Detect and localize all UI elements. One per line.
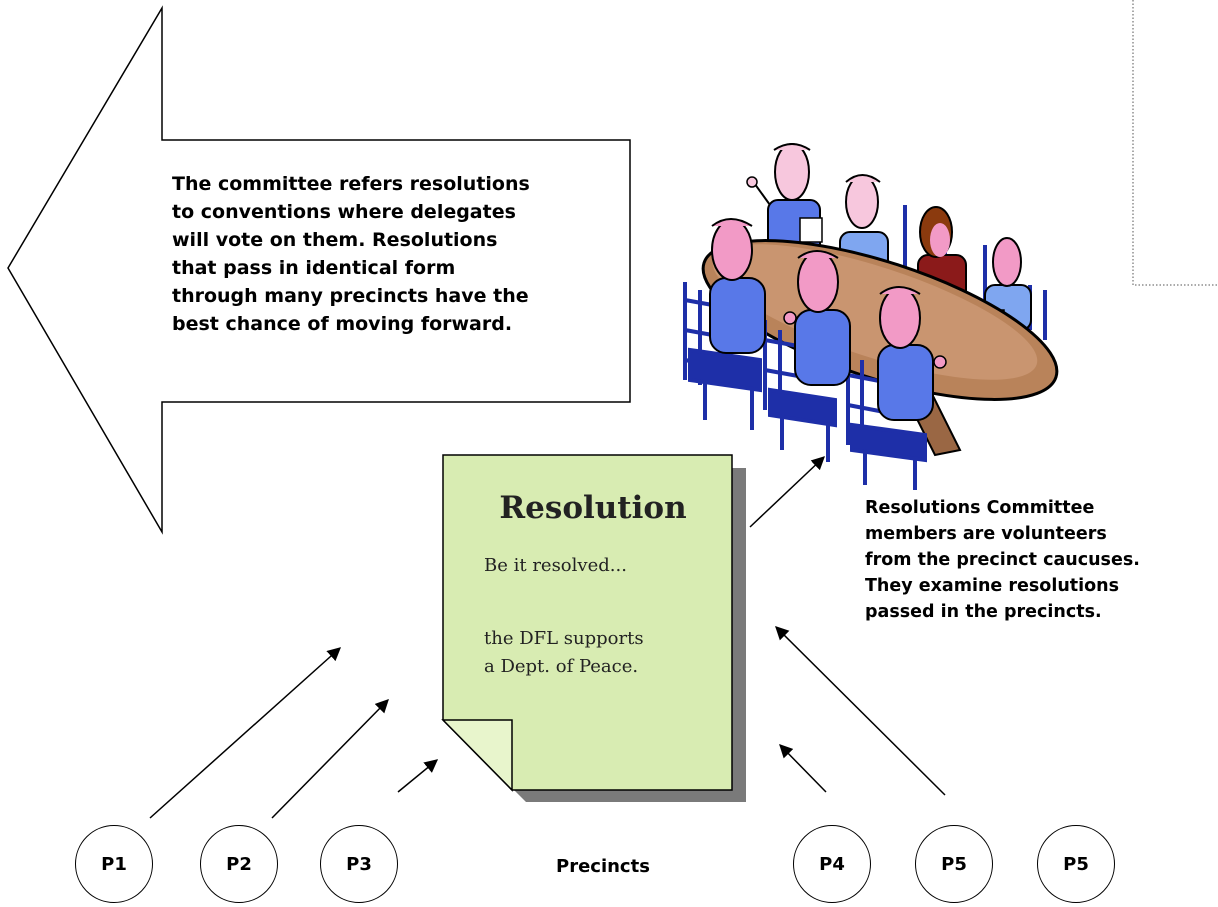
front-person-2 [783, 250, 851, 386]
precinct-p2: P2 [200, 825, 278, 903]
committee-description: Resolutions Committee members are volunt… [865, 498, 1140, 622]
arrow-p4 [779, 744, 827, 793]
arrow-p5 [775, 626, 946, 796]
arrow-p2 [271, 699, 389, 819]
precinct-p1: P1 [75, 825, 153, 903]
arrow-p1 [149, 647, 342, 819]
dotted-frame [1132, 0, 1218, 286]
document-line-2: the DFL supports [484, 628, 644, 649]
precinct-p4: P4 [793, 825, 871, 903]
callout-text: The committee refers resolutions to conv… [172, 173, 530, 335]
front-person-1 [709, 218, 766, 354]
front-person-3 [877, 286, 947, 421]
arrow-to-committee [749, 456, 825, 528]
precinct-p5: P5 [915, 825, 993, 903]
document-line-1: Be it resolved... [484, 555, 627, 576]
committee-meeting-illustration [683, 143, 1059, 490]
precinct-p3: P3 [320, 825, 398, 903]
document-fold [441, 719, 513, 792]
arrow-p3 [397, 759, 439, 793]
document-title: Resolution [499, 490, 687, 526]
callout-arrow-shape [7, 5, 631, 535]
resolution-document [442, 454, 733, 791]
precincts-label: Precincts [556, 856, 650, 877]
precinct-p5-second: P5 [1037, 825, 1115, 903]
document-line-3: a Dept. of Peace. [484, 656, 639, 677]
